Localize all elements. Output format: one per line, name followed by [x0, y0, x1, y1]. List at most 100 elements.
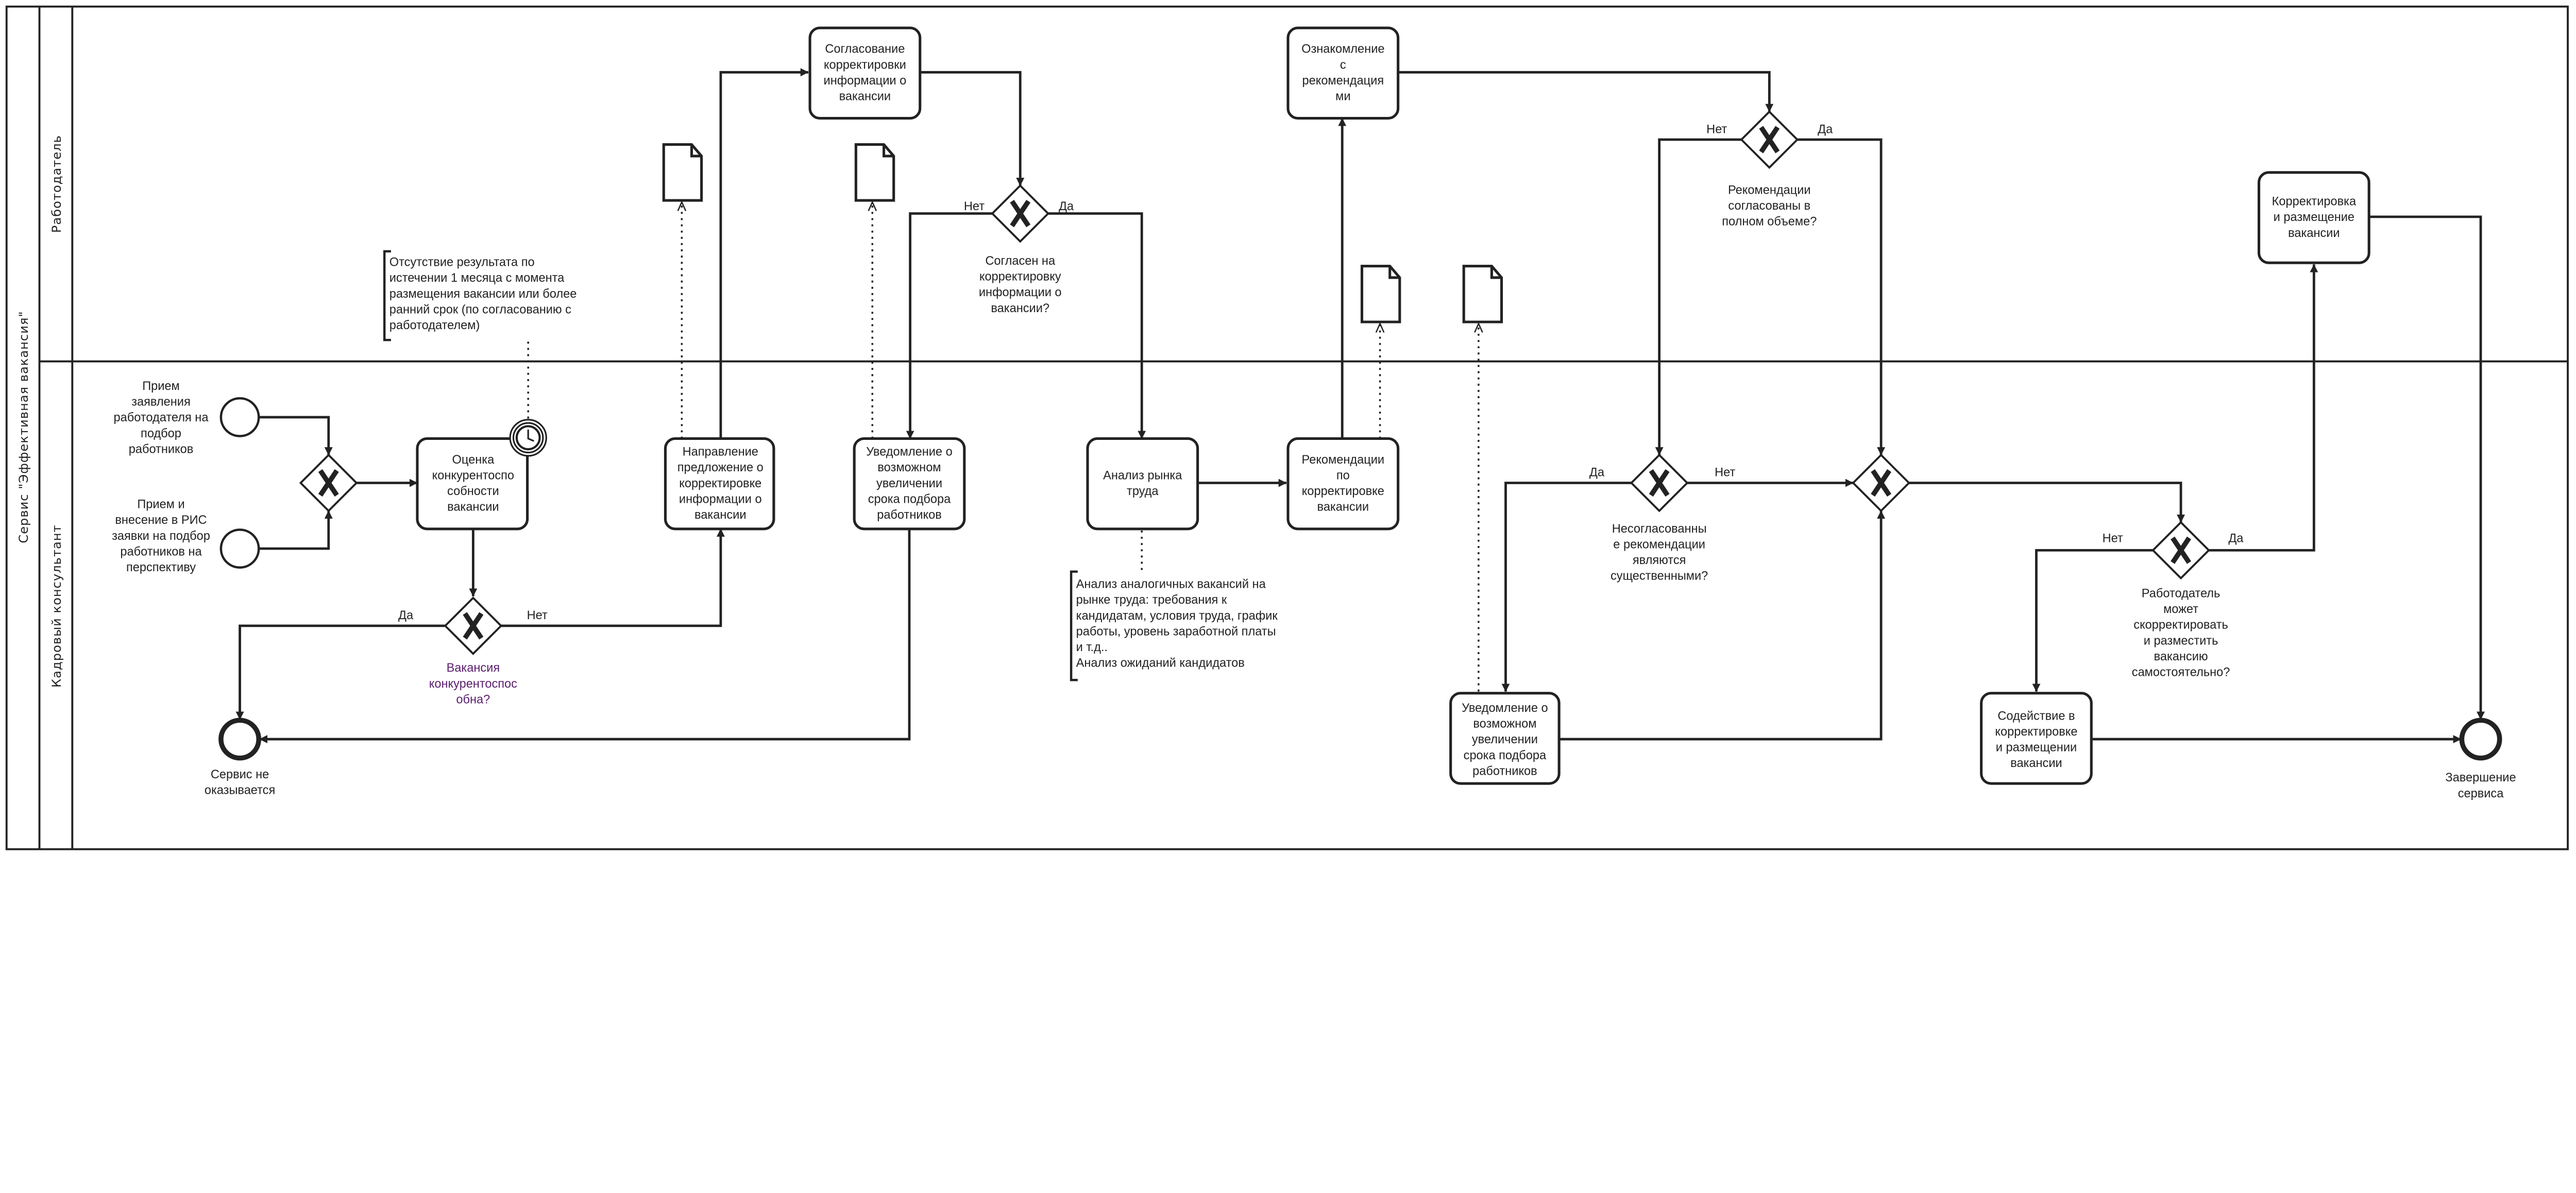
flow-label-yes: Да: [398, 608, 414, 622]
task-analysis[interactable]: [1086, 437, 1199, 531]
document-icon[interactable]: [854, 143, 895, 202]
timer-icon[interactable]: [509, 419, 547, 457]
task-correct[interactable]: [2257, 171, 2370, 264]
sequence-flows: [235, 68, 2485, 743]
text-line: возможном: [877, 461, 941, 474]
flow-start2-to-gw1[interactable]: [259, 510, 333, 550]
flow-gw5-yes[interactable]: [1501, 482, 1632, 692]
text-line: корректировки: [824, 58, 906, 71]
text-line: по: [1336, 468, 1350, 482]
end-event-completed[interactable]: [2459, 718, 2502, 761]
text-line: работодателя на: [114, 411, 209, 424]
flow-gw7-yes[interactable]: [2209, 264, 2318, 552]
text-line: вакансии: [447, 500, 499, 514]
text-line: вакансии: [1317, 500, 1369, 514]
text-line: Содействие в: [1997, 709, 2075, 722]
pool: Сервис "Эффективная вакансия" Работодате…: [5, 5, 2569, 850]
text-line: Ознакомление: [1301, 42, 1384, 56]
flow-start1-to-gw1[interactable]: [259, 416, 333, 456]
text-line: может: [2163, 602, 2198, 616]
task-approve[interactable]: [808, 26, 922, 120]
text-line: конкурентоспо: [432, 468, 514, 482]
text-line: внесение в РИС: [115, 513, 207, 526]
document-icon[interactable]: [1462, 265, 1503, 323]
flow-notify2-to-gw6[interactable]: [1559, 510, 1886, 741]
flow-gw3-yes[interactable]: [1048, 212, 1146, 439]
text-line: рынке труда: требования к: [1076, 593, 1227, 606]
flow-gw6-to-gw7[interactable]: [1909, 482, 2185, 523]
text-line: Анализ аналогичных вакансий на: [1076, 577, 1266, 591]
document-icon[interactable]: [662, 143, 703, 202]
text-line: корректировке: [1995, 725, 2077, 738]
flow-proposal-to-approve[interactable]: [719, 68, 809, 439]
task-review[interactable]: [1286, 26, 1400, 120]
task-assess[interactable]: [416, 437, 529, 531]
text-line: обна?: [456, 692, 490, 706]
gateway-self[interactable]: [2151, 521, 2210, 580]
text-line: вакансии: [2010, 756, 2062, 770]
start-event-application[interactable]: [219, 397, 260, 437]
text-line: работников на: [120, 544, 202, 558]
annotation-analysis: Анализ аналогичных вакансий на рынке труд…: [1076, 577, 1278, 670]
gateway-competitive[interactable]: [444, 596, 503, 655]
end-event-not-provided[interactable]: [218, 718, 262, 761]
text-line: корректировку: [979, 270, 1061, 283]
text-line: Уведомление о: [866, 445, 952, 458]
gateway-merge[interactable]: [1852, 453, 1911, 513]
gateway-significant[interactable]: [1630, 453, 1689, 513]
text-line: Корректировка: [2272, 195, 2357, 208]
flow-gw4-no[interactable]: [1655, 138, 1742, 456]
flow-gw4-yes[interactable]: [1797, 138, 1886, 456]
flow-gw7-no[interactable]: [2032, 549, 2153, 692]
gateway-agree[interactable]: [991, 184, 1050, 243]
flow-gw2-yes[interactable]: [235, 624, 446, 720]
text-line: скорректировать: [2133, 618, 2228, 632]
task-send-proposal[interactable]: [664, 437, 775, 531]
task-notify-2[interactable]: [1449, 692, 1561, 785]
text-line: корректировке: [1302, 484, 1384, 498]
flow-gw2-no[interactable]: [501, 528, 725, 627]
text-line: рекомендация: [1302, 74, 1384, 87]
text-line: Согласование: [825, 42, 905, 56]
gateway-merge-start[interactable]: [299, 453, 358, 513]
gateway-full[interactable]: [1740, 110, 1799, 169]
text-line: перспективу: [126, 560, 196, 574]
text-line: вакансии: [694, 508, 746, 521]
flow-label-yes: Да: [2228, 531, 2244, 544]
flow-review-to-gw4[interactable]: [1398, 71, 1774, 112]
text-line: истечении 1 месяца с момента: [389, 271, 565, 284]
task-assist[interactable]: [1980, 692, 2093, 785]
flow-approve-to-gw3[interactable]: [920, 71, 1025, 186]
text-line: собности: [447, 484, 499, 498]
text-line: ранний срок (по согласованию с: [389, 302, 571, 316]
text-line: Завершение: [2445, 771, 2516, 784]
text-line: работодателем): [389, 318, 480, 332]
start-event-ris[interactable]: [219, 529, 260, 569]
document-icon[interactable]: [1360, 265, 1401, 323]
text-line: Уведомление о: [1462, 701, 1548, 714]
flow-label-no: Нет: [1715, 466, 1735, 479]
text-line: корректировке: [679, 476, 761, 490]
text-line: являются: [1633, 553, 1686, 567]
text-line: размещения вакансии или более: [389, 287, 577, 300]
text-line: Рекомендации: [1302, 453, 1385, 466]
flow-gw3-no[interactable]: [906, 212, 993, 439]
exclusive-x-icon: [318, 469, 339, 497]
flow-label-no: Нет: [964, 199, 985, 213]
flow-notify1-to-end[interactable]: [259, 529, 911, 743]
text-line: срока подбора: [868, 492, 951, 505]
text-line: кандидатам, условия труда, график: [1076, 609, 1278, 622]
text-line: ми: [1335, 90, 1350, 103]
task-recommend[interactable]: [1286, 437, 1400, 531]
flow-correct-to-end[interactable]: [2369, 215, 2485, 720]
task-notify-1[interactable]: [853, 437, 966, 531]
